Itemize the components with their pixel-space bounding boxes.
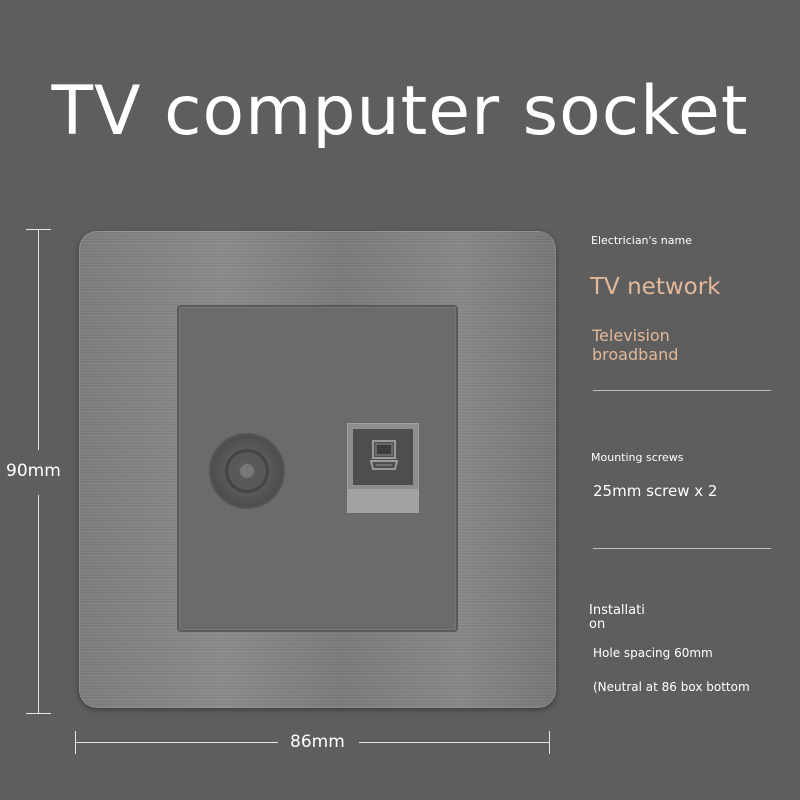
page-title: TV computer socket — [51, 72, 749, 151]
spec-divider-2 — [593, 548, 771, 549]
socket-plate — [79, 231, 556, 708]
height-line-upper — [38, 229, 39, 450]
product-description: Television broadband — [592, 326, 679, 364]
electrician-label: Electrician's name — [591, 234, 692, 247]
mounting-value: 25mm screw x 2 — [593, 482, 718, 500]
height-line-lower — [38, 495, 39, 713]
coax-core — [237, 461, 257, 481]
neutral-note: (Neutral at 86 box bottom — [593, 680, 750, 694]
width-right-tick — [549, 731, 550, 754]
computer-icon — [369, 440, 399, 470]
mounting-label: Mounting screws — [591, 451, 684, 464]
install-label: Installati on — [589, 603, 645, 632]
width-label: 86mm — [290, 732, 345, 752]
socket-insert — [177, 305, 458, 632]
height-bottom-tick — [26, 713, 51, 714]
tv-coax-port-icon — [211, 435, 283, 507]
rj45-latch-lip — [347, 489, 419, 513]
width-line-right — [359, 742, 549, 743]
width-line-left — [75, 742, 278, 743]
height-label: 90mm — [6, 461, 61, 481]
spec-divider-1 — [593, 390, 771, 391]
product-name: TV network — [590, 274, 721, 300]
hole-spacing: Hole spacing 60mm — [593, 646, 713, 660]
rj45-network-port-icon — [347, 423, 419, 513]
rj45-opening — [353, 429, 413, 485]
